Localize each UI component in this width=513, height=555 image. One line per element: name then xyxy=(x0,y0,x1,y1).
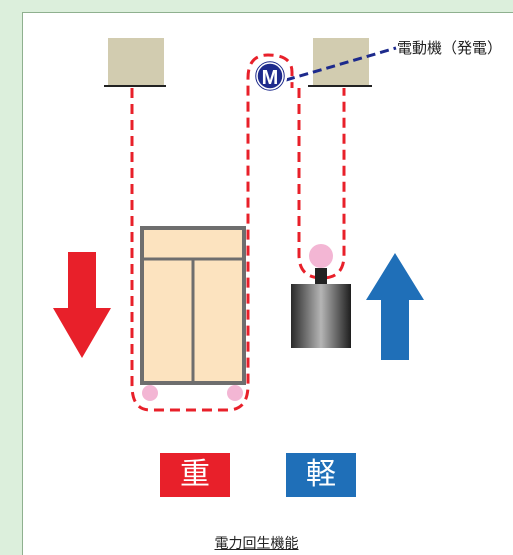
arrow-up-icon xyxy=(366,253,424,360)
rope-weight-side xyxy=(297,88,346,280)
motor-label-connector xyxy=(285,46,397,82)
rope-car-side xyxy=(130,53,294,412)
weight-pulley xyxy=(309,244,333,268)
elevator-car xyxy=(140,226,246,385)
weight-hook xyxy=(315,268,327,286)
light-badge: 軽 xyxy=(286,453,356,497)
motor-icon: M xyxy=(252,58,288,94)
car-pulley-left xyxy=(142,385,158,401)
heavy-badge: 重 xyxy=(160,453,230,497)
right-ceiling-block xyxy=(313,38,369,86)
arrow-down-icon xyxy=(53,252,111,358)
left-ceiling-block xyxy=(108,38,164,86)
counterweight xyxy=(291,284,351,348)
motor-symbol: M xyxy=(262,67,279,89)
diagram-frame xyxy=(22,12,513,555)
motor-label: 電動機（発電） xyxy=(397,39,502,57)
car-pulley-right xyxy=(227,385,243,401)
diagram-caption: 電力回生機能 xyxy=(214,536,299,552)
